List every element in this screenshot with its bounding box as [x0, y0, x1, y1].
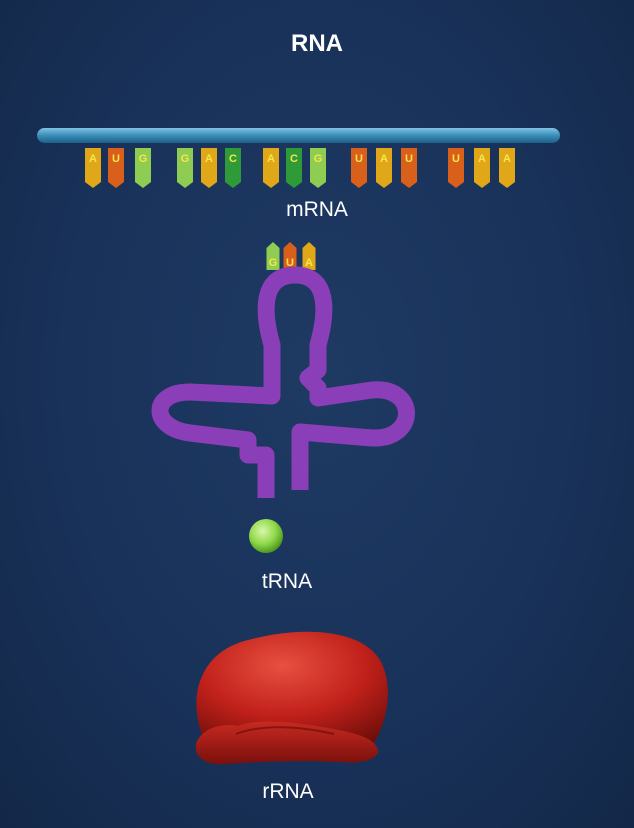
- mrna-base-5-letter: A: [205, 153, 213, 165]
- mrna-base-14-letter: A: [478, 153, 486, 165]
- mrna-base-15-letter: A: [503, 153, 511, 165]
- anticodon-base-1-letter: G: [269, 257, 278, 269]
- mrna-base-13: U: [448, 148, 464, 188]
- mrna-backbone: [37, 128, 560, 143]
- ribosome-fold: [235, 726, 335, 735]
- anticodon-base-3-letter: A: [305, 257, 313, 269]
- ribosome: [195, 631, 388, 765]
- mrna-base-11-letter: A: [380, 153, 388, 165]
- anticodon-base-2: U: [283, 242, 297, 270]
- mrna-base-13-letter: U: [452, 153, 460, 165]
- mrna-base-15: A: [499, 148, 515, 188]
- trna-label: tRNA: [261, 570, 313, 593]
- mrna-base-5: A: [201, 148, 217, 188]
- mrna-base-7-letter: A: [267, 153, 275, 165]
- mrna-base-8: C: [286, 148, 302, 188]
- mrna-base-10: U: [351, 148, 367, 188]
- rrna-label: rRNA: [262, 780, 314, 803]
- mrna-base-6-letter: C: [229, 153, 237, 165]
- mrna-base-3-letter: G: [139, 153, 148, 165]
- trna-cloverleaf: [151, 266, 415, 498]
- mrna-label: mRNA: [286, 198, 348, 221]
- ribosome-large-subunit: [196, 631, 388, 746]
- mrna-base-4-letter: G: [181, 153, 190, 165]
- mrna-base-4: G: [177, 148, 193, 188]
- mrna-base-10-letter: U: [355, 153, 363, 165]
- mrna-base-6: C: [225, 148, 241, 188]
- slide-title: RNA: [291, 30, 343, 57]
- mrna-base-12-letter: U: [405, 153, 413, 165]
- mrna-base-7: A: [263, 148, 279, 188]
- mrna-base-2: U: [108, 148, 124, 188]
- mrna-base-8-letter: C: [290, 153, 298, 165]
- amino-acid-ball: [249, 519, 283, 553]
- mrna-base-9: G: [310, 148, 326, 188]
- anticodon-base-3: A: [302, 242, 316, 270]
- mrna-base-1: A: [85, 148, 101, 188]
- mrna-base-2-letter: U: [112, 153, 120, 165]
- mrna-base-1-letter: A: [89, 153, 97, 165]
- anticodon-base-2-letter: U: [286, 257, 294, 269]
- anticodon-base-1: G: [266, 242, 280, 270]
- mrna-base-9-letter: G: [314, 153, 323, 165]
- mrna-base-11: A: [376, 148, 392, 188]
- mrna-base-12: U: [401, 148, 417, 188]
- mrna-base-3: G: [135, 148, 151, 188]
- mrna-base-14: A: [474, 148, 490, 188]
